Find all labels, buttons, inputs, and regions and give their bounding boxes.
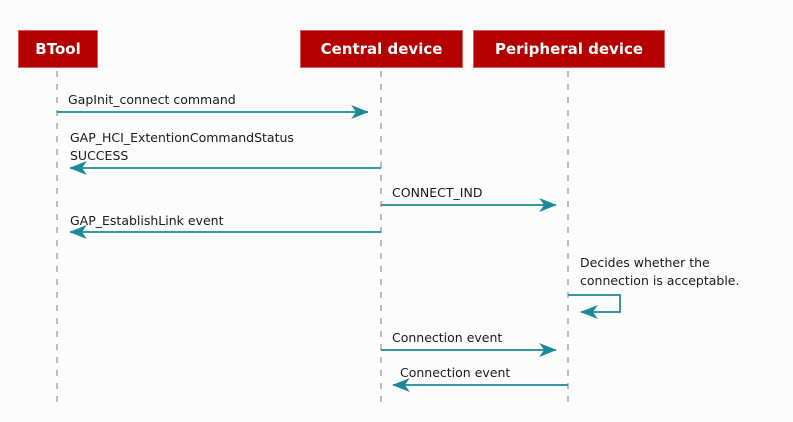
participant-label-central: Central device xyxy=(320,39,443,58)
participant-label-btool: BTool xyxy=(35,39,81,58)
participant-box-peripheral[interactable]: Peripheral device xyxy=(473,30,665,68)
message-label-2-line-1: GAP_HCI_ExtentionCommandStatus xyxy=(70,130,294,145)
message-label-2-line-2: SUCCESS xyxy=(70,148,129,163)
message-label-1: GapInit_connect command xyxy=(68,92,236,107)
lifelines xyxy=(56,71,569,409)
participant-box-btool[interactable]: BTool xyxy=(18,30,98,68)
message-label-3: CONNECT_IND xyxy=(392,185,483,200)
message-label-4: GAP_EstablishLink event xyxy=(70,213,224,228)
message-label-5-line-1: Decides whether the xyxy=(580,255,710,270)
message-self-loop-5 xyxy=(568,294,621,320)
message-label-5-line-2: connection is acceptable. xyxy=(580,273,740,288)
participant-box-central[interactable]: Central device xyxy=(300,30,463,68)
participant-label-peripheral: Peripheral device xyxy=(494,39,644,58)
message-label-6: Connection event xyxy=(392,330,503,345)
message-label-7: Connection event xyxy=(400,365,511,380)
